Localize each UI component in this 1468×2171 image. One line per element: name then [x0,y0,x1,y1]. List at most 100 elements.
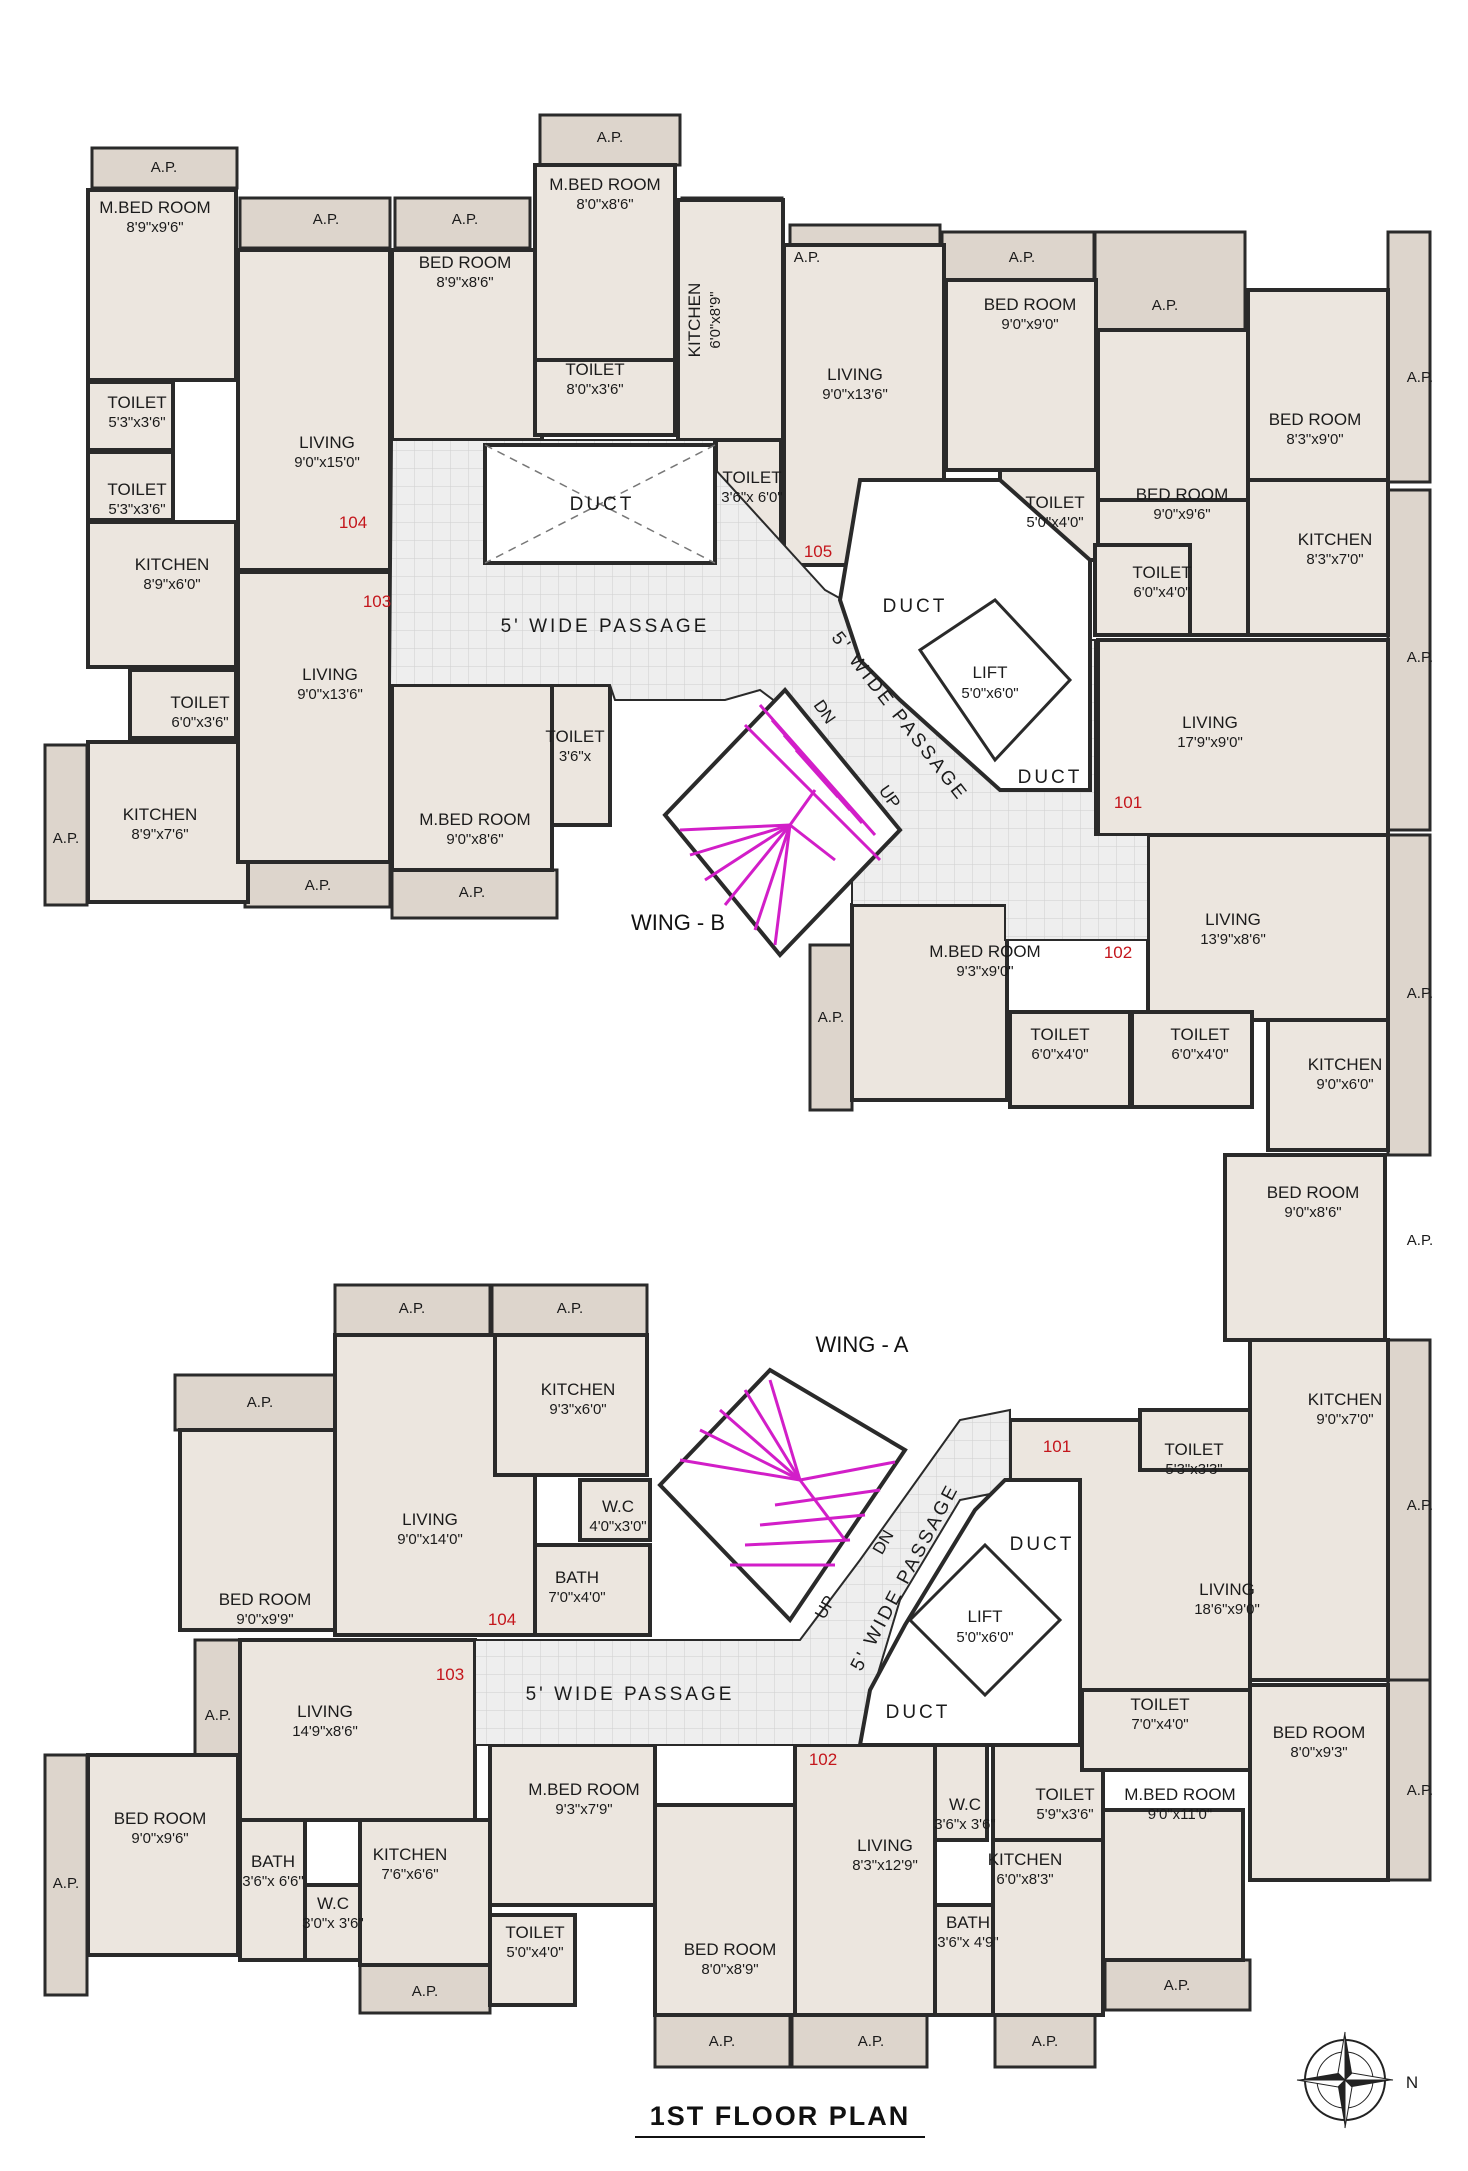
room [358,1818,492,1967]
ap-label: A.P. [1152,297,1178,314]
room-dimension: 8'9"x6'0" [143,576,200,593]
room-dimension: 5'3"x3'6" [108,501,165,518]
room-name: BED ROOM [1136,485,1229,504]
room [86,520,238,669]
ap-area [790,2013,929,2069]
room-dimension: 5'0"x4'0" [1026,514,1083,531]
room-dimension: 8'0"x8'9" [701,1961,758,1978]
passage-label: 5' WIDE PASSAGE [526,1684,735,1705]
room [1096,328,1250,502]
room-name: BATH [251,1852,295,1871]
room-dimension: 8'9"x9'6" [126,219,183,236]
ap-label: A.P. [1032,2033,1058,2050]
room [1101,1808,1245,1962]
ap-label: A.P. [1164,1977,1190,1994]
ap-label: A.P. [399,1300,425,1317]
room [1130,1010,1254,1109]
room-dimension: 9'0"x9'6" [131,1830,188,1847]
stair-steps [679,704,882,946]
room-dimension: 9'0"x8'6" [446,831,503,848]
room [1266,1018,1390,1152]
unit-number: 103 [363,592,391,611]
room-name: TOILET [565,360,624,379]
ap-label: A.P. [1407,369,1433,386]
room-dimension: 9'0"x15'0" [294,454,360,471]
ap-area [538,113,682,167]
room-dimension: 9'0"x9'0" [1001,316,1058,333]
room-dimension: 9'0"x14'0" [397,1531,463,1548]
duct-label: DUCT [570,494,635,515]
room-dimension: 6'0"x4'0" [1171,1046,1228,1063]
room-name: LIVING [297,1702,353,1721]
room-name: TOILET [1170,1025,1229,1044]
staircase [662,686,903,959]
room-name: KITCHEN [988,1850,1063,1869]
wing-a-block [43,1283,1432,2069]
room-name: LIVING [1205,910,1261,929]
lift [907,1542,1063,1698]
room-name: BED ROOM [984,295,1077,314]
room-name: TOILET [1035,1785,1094,1804]
room-dimension: 6'0"x8'3" [996,1871,1053,1888]
room [128,668,238,740]
room [488,1913,577,2007]
room-name: LIVING [1182,713,1238,732]
lift-dimension: 5'0"x6'0" [961,685,1018,702]
room-dimension: 9'3"x9'0" [956,963,1013,980]
room-name: BED ROOM [219,1590,312,1609]
room-name: KITCHEN [541,1380,616,1399]
room-dimension: 17'9"x9'0" [1177,734,1243,751]
room [1246,288,1390,482]
room-name: KITCHEN [1298,530,1373,549]
room-name: KITCHEN [123,805,198,824]
room-name: BED ROOM [1269,410,1362,429]
page-title: 1ST FLOOR PLAN [650,2101,911,2131]
room-name: TOILET [1030,1025,1089,1044]
room-name: BATH [946,1913,990,1932]
room-dimension: 9'0"x8'6" [1284,1204,1341,1221]
room-name: TOILET [170,693,229,712]
lift-label: LIFT [973,663,1008,682]
ap-label: A.P. [53,1875,79,1892]
room-name: M.BED ROOM [99,198,210,217]
room-name: TOILET [1164,1440,1223,1459]
ap-label: A.P. [1407,649,1433,666]
ap-label: A.P. [313,211,339,228]
room-name: LIVING [302,665,358,684]
room [850,903,1009,1102]
room-dimension: 14'9"x8'6" [292,1723,358,1740]
room-dimension: 9'0"x9'9" [236,1611,293,1628]
ap-label: A.P. [1407,1782,1433,1799]
ap-area [243,860,392,909]
room-dimension: 5'9"x3'6" [1036,1806,1093,1823]
ap-label: A.P. [1407,985,1433,1002]
room [1248,1338,1390,1682]
room-dimension: 9'0"x9'6" [1153,506,1210,523]
room-dimension: 6'0"x4'0" [1133,584,1190,601]
ap-area [358,1963,492,2015]
wing-label: WING - B [631,910,725,935]
ap-label: A.P. [709,2033,735,2050]
unit-number: 101 [1114,793,1142,812]
room-dimension: 9'3"x7'9" [555,1801,612,1818]
room [578,1478,652,1542]
room-dimension: 5'0"x4'0" [506,1944,563,1961]
room-name: TOILET [1025,493,1084,512]
room [533,358,677,437]
duct-label: DUCT [886,1702,951,1723]
room-dimension: 7'0"x4'0" [1131,1716,1188,1733]
room-dimension: 3'0"x 3'6" [302,1915,363,1932]
room [236,248,392,572]
room [533,163,677,362]
room-name: LIVING [402,1510,458,1529]
room-name: KITCHEN [685,283,704,358]
ap-label: A.P. [459,884,485,901]
room-name: M.BED ROOM [419,810,530,829]
ap-label: A.P. [151,159,177,176]
room [1093,543,1192,637]
room-name: TOILET [1130,1695,1189,1714]
room-dimension: 9'0"x13'6" [297,686,363,703]
room [991,1838,1105,2017]
unit-number: 103 [436,1665,464,1684]
